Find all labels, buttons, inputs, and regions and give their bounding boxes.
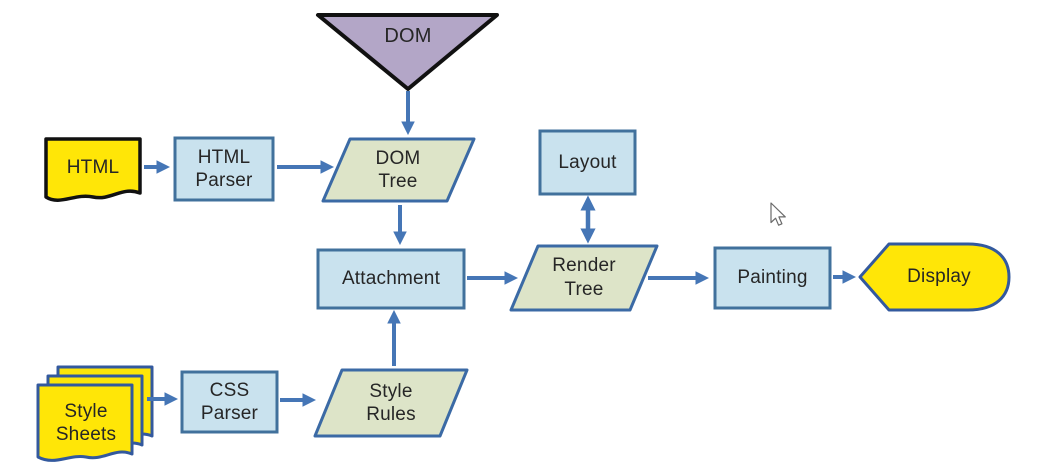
html-parser-shape bbox=[173, 136, 275, 202]
render-tree-shape bbox=[509, 244, 659, 312]
style-sheet-front-shape bbox=[36, 383, 134, 462]
dom-tree-shape bbox=[321, 137, 476, 203]
style-rules-shape bbox=[313, 368, 469, 438]
html-document-shape bbox=[44, 137, 142, 202]
dom-triangle-shape bbox=[316, 13, 499, 91]
layout-shape bbox=[538, 129, 637, 196]
attachment-shape bbox=[316, 248, 466, 310]
css-parser-shape bbox=[180, 370, 279, 434]
mouse-cursor bbox=[770, 202, 786, 226]
painting-shape bbox=[713, 246, 832, 310]
display-shape bbox=[858, 242, 1011, 312]
